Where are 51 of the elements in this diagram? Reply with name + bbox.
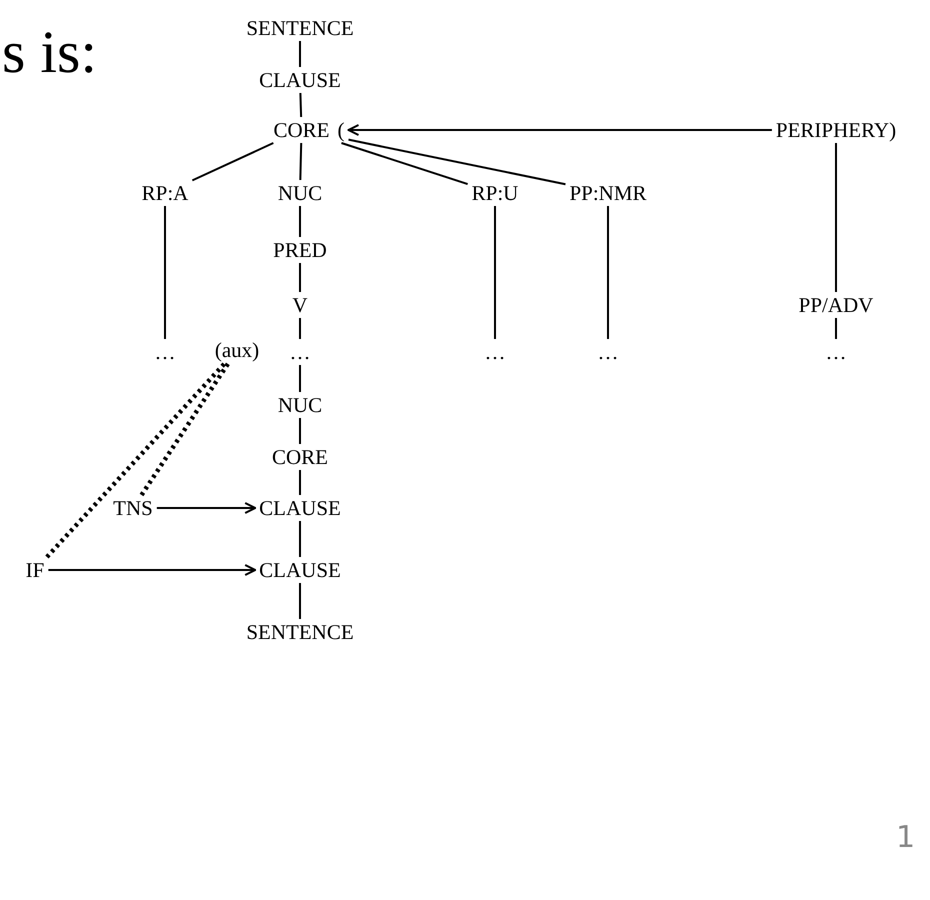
- tree-label: SENTENCE: [244, 16, 356, 40]
- tree-label: PP/ADV: [796, 293, 876, 317]
- tree-branch: [164, 206, 166, 339]
- tree-label: NUC: [276, 181, 324, 205]
- tree-label: …: [596, 340, 620, 364]
- tree-branch: [299, 206, 301, 237]
- arrow: [348, 124, 772, 136]
- tree-branch: [299, 583, 301, 619]
- tree-branch: [299, 41, 301, 67]
- tree-label: CLAUSE: [257, 558, 343, 582]
- tree-branch: [299, 318, 301, 339]
- tree-branch: [299, 142, 302, 180]
- tree-label: (: [338, 118, 344, 142]
- tree-branch: [299, 263, 301, 292]
- tree-label: NUC: [276, 393, 324, 417]
- tree-label: PP:NMR: [567, 181, 649, 205]
- tree-branch: [299, 418, 301, 444]
- tree-label: …: [482, 340, 508, 364]
- tree-branch: [299, 470, 301, 495]
- tree-branch: [341, 142, 468, 186]
- tree-label: …: [288, 340, 312, 364]
- tree-label: …: [824, 340, 848, 364]
- dotted-line: [45, 361, 227, 559]
- tree-label: (aux): [212, 338, 262, 362]
- tree-branch: [607, 206, 609, 339]
- tree-label: CORE: [270, 445, 330, 469]
- tree-label: CLAUSE: [257, 68, 343, 92]
- tree-branch: [348, 138, 566, 186]
- tree-label: …: [152, 340, 178, 364]
- tree-label: SENTENCE: [244, 620, 356, 644]
- page-number: 1: [896, 820, 916, 855]
- tree-label: PRED: [271, 238, 329, 262]
- tree-branch: [835, 143, 837, 292]
- tree-branch: [299, 365, 301, 392]
- tree-label: CORE: [274, 118, 330, 142]
- tree-label: PERIPHERY): [774, 118, 898, 142]
- tree-label: RP:U: [470, 181, 520, 205]
- arrow: [156, 502, 256, 514]
- arrow: [48, 564, 256, 576]
- tree-label: CLAUSE: [257, 496, 343, 520]
- dotted-line: [140, 362, 230, 496]
- tree-label: TNS: [111, 496, 155, 520]
- tree-branch: [192, 142, 274, 182]
- tree-label: RP:A: [140, 181, 190, 205]
- tree-branch: [299, 521, 301, 557]
- tree-branch: [494, 206, 496, 339]
- tree-branch: [835, 318, 837, 339]
- tree-branch: [299, 92, 302, 118]
- heading-text: s is:: [2, 18, 98, 87]
- tree-label: IF: [24, 558, 46, 582]
- tree-label: V: [290, 293, 310, 317]
